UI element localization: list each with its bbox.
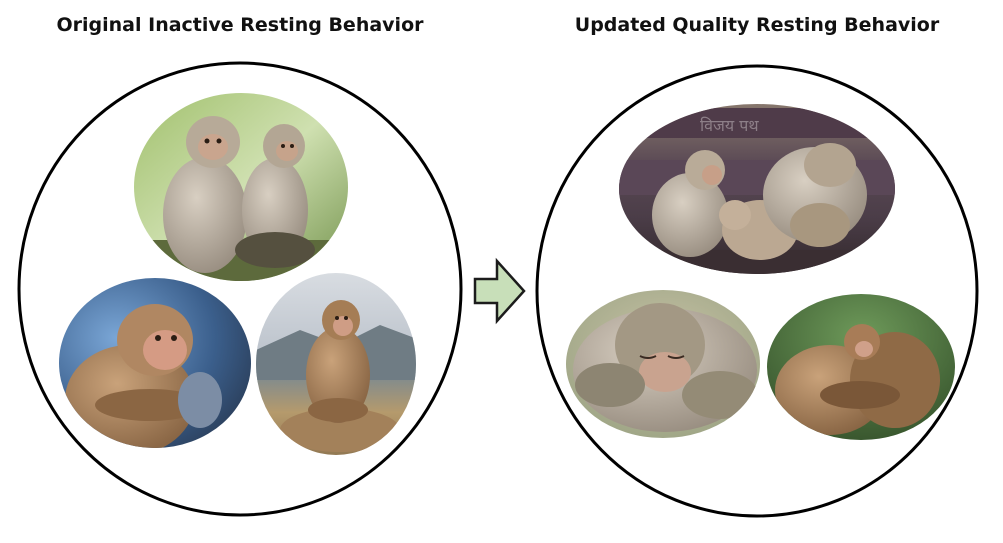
left-panel-circle <box>17 61 463 517</box>
svg-text:विजय पथ: विजय पथ <box>700 116 759 135</box>
photo-macaques-hugging <box>767 294 955 440</box>
right-arrow-icon <box>473 257 526 325</box>
photo-rhesus-arms-folded <box>59 278 251 448</box>
photo-rhesus-on-stump <box>256 273 416 455</box>
photo-two-macaques-sitting <box>134 93 348 281</box>
left-panel-title: Original Inactive Resting Behavior <box>56 14 424 36</box>
right-panel-title: Updated Quality Resting Behavior <box>574 14 940 36</box>
right-panel-circle <box>535 64 979 518</box>
photo-macaques-huddled-on-bench: विजय पथ <box>619 104 895 274</box>
photo-macaque-sleeping <box>566 290 760 438</box>
